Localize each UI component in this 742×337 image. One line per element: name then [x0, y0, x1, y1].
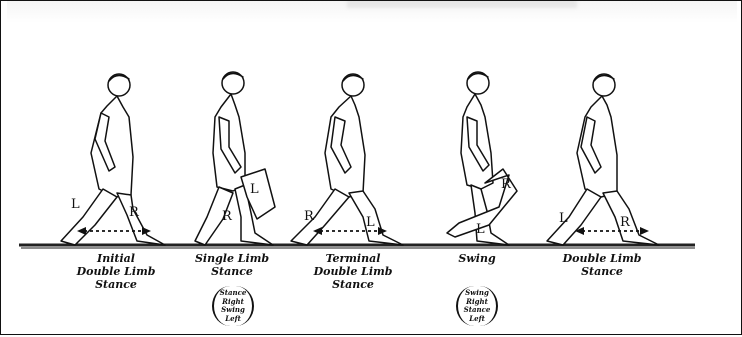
cropped-top-strip [7, 1, 737, 23]
leg-shape [547, 189, 601, 245]
phase-label: Single Limb Stance [177, 252, 287, 278]
head-shape [467, 72, 489, 94]
head-shape [222, 72, 244, 94]
leg-shape [291, 189, 349, 245]
leg-shape [603, 191, 659, 245]
gait-cycle-diagram: L R L R R [19, 57, 725, 337]
limb-letter: R [620, 215, 631, 230]
walker-figure: R L [291, 74, 403, 245]
head-shape [593, 74, 615, 96]
phase-label: Swing [422, 252, 532, 265]
leg-shape [61, 189, 117, 245]
gait-illustration: L R L R R [19, 57, 725, 255]
walker-figure: L R [547, 74, 659, 245]
limb-letter: R [304, 209, 315, 224]
limb-letter: L [559, 211, 568, 226]
limb-letter: L [250, 182, 259, 197]
limb-letter: L [366, 215, 375, 230]
head-shape [342, 74, 364, 96]
phase-note: Stance Right Swing Left [212, 286, 254, 326]
walker-figure: R L [447, 72, 517, 245]
phase-label: Initial Double Limb Stance [61, 252, 171, 291]
walker-figure: L R [61, 74, 165, 245]
limb-letter: R [222, 209, 233, 224]
walker-figure: L R [195, 72, 275, 245]
limb-letter: L [476, 222, 485, 237]
limb-letter: R [501, 177, 512, 192]
phase-label: Double Limb Stance [547, 252, 657, 278]
arrowhead [640, 227, 649, 235]
head-shape [108, 74, 130, 96]
cropped-text-fragment [347, 1, 577, 8]
phase-note: Swing Right Stance Left [456, 286, 498, 326]
phase-label: Terminal Double Limb Stance [298, 252, 408, 291]
leg-shape [117, 193, 165, 245]
torso [91, 96, 133, 197]
limb-letter: L [71, 197, 80, 212]
leg-shape [349, 191, 403, 245]
limb-letter: R [129, 205, 140, 220]
